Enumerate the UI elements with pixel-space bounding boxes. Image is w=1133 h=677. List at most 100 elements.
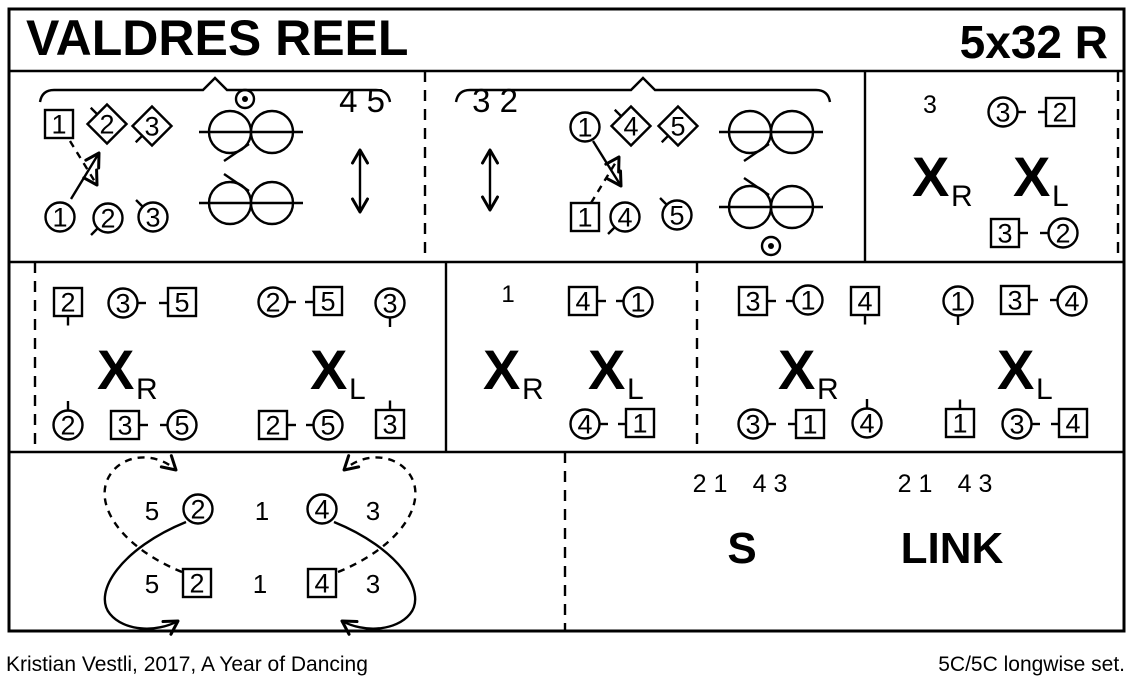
dancer-number: 3 — [115, 289, 130, 319]
dancer-number: 4 — [623, 112, 638, 142]
dancer-number: 2 — [265, 288, 280, 318]
cross-left-symbol: X — [310, 338, 347, 401]
dancer-number: 4 — [575, 287, 590, 317]
square-dancer-2 — [52, 286, 84, 318]
movement-arrow — [591, 140, 623, 188]
dancer-number: 1 — [950, 287, 965, 317]
dancer-number: 5 — [174, 288, 189, 318]
square-dancer-4 — [306, 567, 338, 599]
circle-dancer-1 — [622, 286, 654, 318]
dancer-number: 3 — [995, 98, 1010, 128]
figure-eight-icon — [199, 109, 303, 162]
dancer-number: 5 — [320, 411, 335, 441]
square-dancer-5 — [312, 285, 344, 317]
circle-dancer-3 — [987, 96, 1019, 128]
arrowhead-icon — [606, 169, 623, 188]
circle-dancer-2 — [257, 286, 289, 318]
dancer-number: 4 — [314, 569, 329, 599]
dancer-number: 5 — [670, 112, 685, 142]
dancer-number: 4 — [1065, 409, 1080, 439]
circle-dancer-4 — [306, 493, 338, 525]
dancer-number: 2 — [189, 569, 204, 599]
circle-dancer-1 — [792, 284, 824, 316]
movement-arrow — [589, 155, 621, 204]
square-dancer-4 — [567, 285, 599, 317]
dancer-number: 1 — [632, 409, 647, 439]
label-text: 1 — [253, 569, 267, 599]
cross-hand-label: R — [817, 373, 839, 406]
dancer-number: 3 — [144, 112, 159, 142]
circle-dancer-4 — [1056, 285, 1088, 317]
square-dancer-4 — [849, 285, 881, 317]
dancer-number: 4 — [1064, 287, 1079, 317]
dancer-number: 5 — [174, 411, 189, 441]
cross-hand-label: L — [349, 373, 366, 406]
circle-dancer-5 — [166, 409, 198, 441]
dancer-number: 1 — [630, 288, 645, 318]
dancer-number: 1 — [577, 113, 592, 143]
square-dancer-4 — [1057, 407, 1089, 439]
dancer-number: 3 — [997, 219, 1012, 249]
square-dancer-5 — [166, 286, 198, 318]
circle-dancer-2 — [92, 202, 124, 234]
cross-hand-label: L — [627, 373, 644, 406]
square-dancer-2 — [1044, 96, 1076, 128]
square-dancer-3 — [737, 285, 769, 317]
circle-dancer-3 — [1001, 408, 1033, 440]
circle-dancer-2 — [182, 493, 214, 525]
arrowhead-icon — [351, 197, 369, 214]
facing-tick — [89, 106, 99, 116]
dancer-number: 2 — [190, 495, 205, 525]
cross-right-symbol: X — [97, 338, 134, 401]
arrowhead-icon — [340, 619, 359, 636]
up-down-arrow-icon — [481, 148, 499, 212]
arrowhead-icon — [159, 454, 178, 472]
arrowhead-icon — [84, 151, 101, 170]
cross-hand-label: L — [1036, 373, 1053, 406]
cross-right-symbol: X — [912, 145, 949, 208]
repeat-count: 5x32 R — [959, 16, 1108, 68]
dancer-number: 4 — [857, 287, 872, 317]
dancer-number: 2 — [1052, 98, 1067, 128]
dancer-number: 1 — [800, 286, 815, 316]
dancer-number: 3 — [1007, 286, 1022, 316]
dancer-number: 4 — [577, 410, 592, 440]
circle-dancer-1 — [44, 201, 76, 233]
label-text: 2 1 — [693, 470, 728, 498]
facing-tick — [134, 134, 144, 144]
label-text: 5 — [145, 496, 159, 526]
label-text: 4 3 — [958, 470, 993, 498]
square-dancer-1 — [43, 108, 75, 140]
cross-hand-label: R — [951, 180, 973, 213]
square-dancer-3 — [999, 284, 1031, 316]
cross-left-symbol: X — [588, 338, 625, 401]
label-text: 3 — [366, 496, 380, 526]
circle-dancer-4 — [609, 201, 641, 233]
dancer-number: 5 — [669, 201, 684, 231]
dancer-number: 1 — [952, 409, 967, 439]
figure-eight-icon — [719, 177, 823, 230]
cross-right-symbol: X — [483, 338, 520, 401]
dancer-number: 1 — [802, 410, 817, 440]
label-text: 4 3 — [753, 470, 788, 498]
square-dancer-3 — [374, 408, 406, 440]
cast-curve — [333, 520, 417, 636]
circle-dancer-3 — [137, 201, 169, 233]
circle-dancer-5 — [312, 409, 344, 441]
dancer-number: 4 — [617, 203, 632, 233]
facing-tick — [135, 199, 144, 208]
label-text: 1 — [501, 281, 514, 308]
facing-tick — [90, 227, 99, 236]
phrase-brace — [454, 76, 832, 103]
facing-tick — [659, 197, 668, 206]
label-text: 2 1 — [898, 470, 933, 498]
square-dancer-1 — [624, 407, 656, 439]
dancer-number: 1 — [577, 203, 592, 233]
dancer-number: 2 — [265, 411, 280, 441]
